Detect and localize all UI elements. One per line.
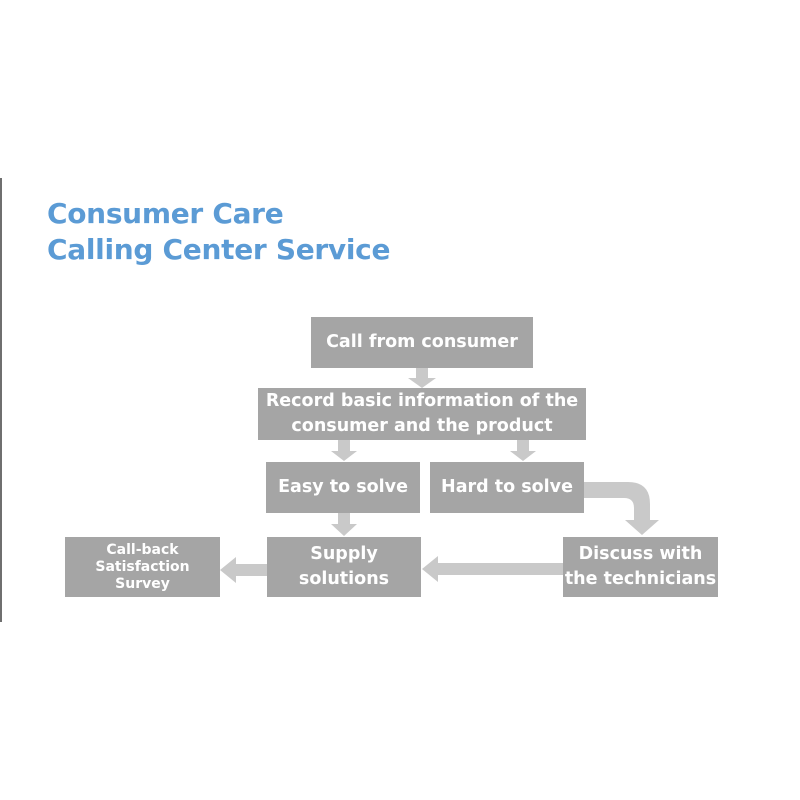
- left-border-line: [0, 178, 2, 622]
- node-supply-solutions-line-2: solutions: [298, 569, 390, 589]
- node-record-info-line-2: consumer and the product: [291, 416, 553, 436]
- arrow-record-to-hard: [510, 440, 536, 461]
- node-discuss-technicians: Discuss with the technicians: [563, 537, 718, 597]
- node-callback-survey: Call-back Satisfaction Survey: [65, 537, 220, 597]
- page-title: Consumer Care Calling Center Service: [47, 196, 390, 268]
- arrow-easy-to-supply: [331, 513, 357, 536]
- arrow-call-to-record: [408, 368, 436, 388]
- node-callback-survey-line-3: Survey: [115, 575, 170, 592]
- node-hard-to-solve-label: Hard to solve: [441, 477, 573, 497]
- arrow-supply-to-survey: [220, 557, 267, 583]
- node-record-info-line-1: Record basic information of the: [265, 391, 579, 411]
- node-call-from-consumer-label: Call from consumer: [326, 332, 518, 352]
- node-supply-solutions-line-1: Supply: [310, 544, 378, 564]
- node-supply-solutions: Supply solutions: [267, 537, 421, 597]
- node-call-from-consumer: Call from consumer: [311, 317, 533, 368]
- node-discuss-technicians-line-1: Discuss with: [578, 544, 703, 564]
- arrow-record-to-easy: [331, 440, 357, 461]
- node-callback-survey-line-2: Satisfaction: [95, 558, 190, 575]
- arrow-discuss-to-supply: [422, 556, 563, 582]
- node-hard-to-solve: Hard to solve: [430, 462, 584, 513]
- arrow-hard-to-discuss: [584, 482, 659, 535]
- node-discuss-technicians-line-2: the technicians: [564, 569, 717, 589]
- node-easy-to-solve: Easy to solve: [266, 462, 420, 513]
- node-callback-survey-line-1: Call-back: [106, 541, 179, 558]
- title-line-2: Calling Center Service: [47, 233, 391, 266]
- title-line-1: Consumer Care: [47, 197, 284, 230]
- node-easy-to-solve-label: Easy to solve: [278, 477, 408, 497]
- node-record-info: Record basic information of the consumer…: [258, 388, 586, 440]
